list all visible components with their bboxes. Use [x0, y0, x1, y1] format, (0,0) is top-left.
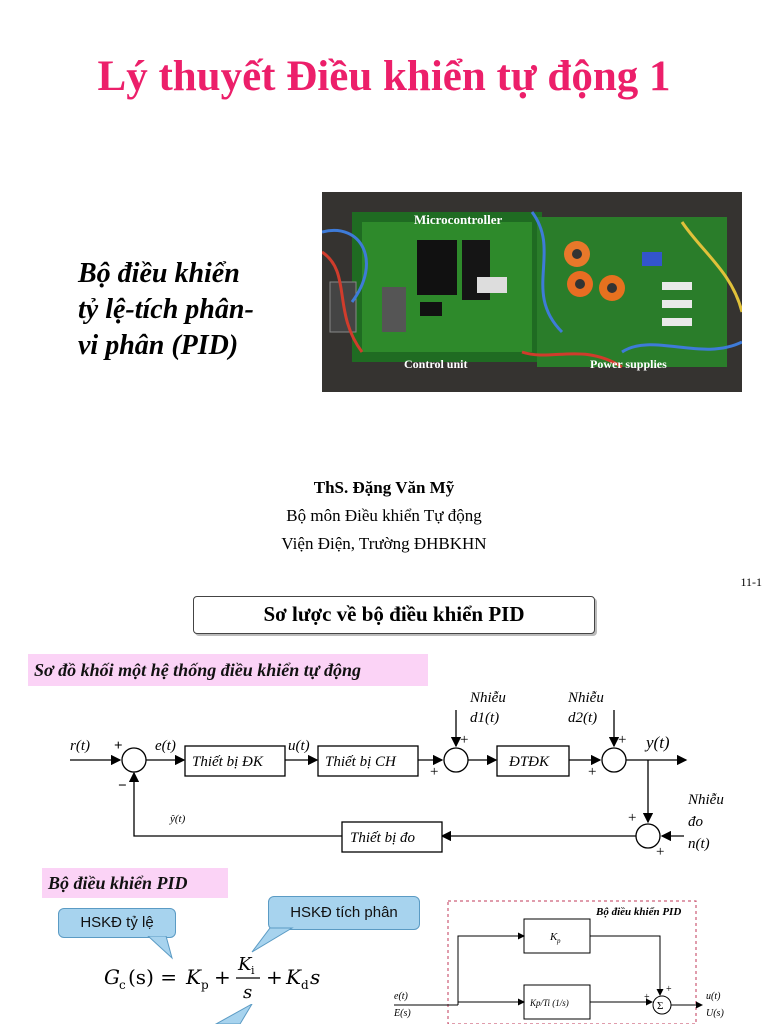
minus-sign: − — [118, 778, 127, 794]
callout-pointer — [214, 1004, 253, 1024]
formula-plus: + — [214, 965, 231, 989]
measurement-noise-label: Nhiễu — [687, 792, 724, 808]
controller-label: Thiết bị ĐK — [192, 754, 264, 770]
control-system-block-diagram: r(t) + − e(t) Thiết bị ĐK u(t) Thiết bị … — [70, 690, 724, 860]
plus-sign: + — [114, 738, 123, 754]
signal-d1: d1(t) — [470, 710, 499, 726]
signal-yhat: ŷ(t) — [169, 813, 186, 825]
signal-d2: d2(t) — [568, 710, 597, 726]
section-title: Sơ lược về bộ điều khiển PID — [193, 596, 595, 634]
ki-label: Kp/Ti (1/s) — [529, 998, 569, 1008]
formula-kd-s: s — [310, 965, 320, 989]
formula-kd: K — [285, 965, 302, 989]
signal-u: u(t) — [288, 738, 310, 754]
photo-label-control-unit: Control unit — [404, 357, 467, 371]
controller-block — [184, 745, 286, 777]
subtitle-line: Bộ điều khiển — [78, 258, 240, 289]
plus-sign: + — [430, 764, 438, 780]
signal-r: r(t) — [70, 738, 90, 754]
formula-ki: K — [237, 954, 253, 975]
callout-pointer — [147, 936, 173, 960]
measurement-noise-label: đo — [688, 814, 704, 830]
pid-controller-diagram: Bộ điều khiển PID K p Kp/Ti (1/s) Σ + + … — [393, 900, 724, 1024]
formula-plus: + — [266, 965, 283, 989]
title-slide: Lý thuyết Điều khiển tự động 1 Bộ điều k… — [0, 53, 768, 558]
plus-sign: + — [588, 764, 596, 780]
pid-diagram-title: Bộ điều khiển PID — [595, 906, 681, 918]
callout-integral-gain: HSKĐ tích phân — [268, 896, 420, 930]
block-diagram-label: Sơ đồ khối một hệ thống điều khiển tự độ… — [28, 654, 428, 686]
callout-proportional-gain: HSKĐ tỷ lệ — [58, 908, 176, 938]
plus-sign: + — [656, 844, 664, 860]
plant-block — [496, 745, 570, 777]
actuator-block — [317, 745, 419, 777]
sensor-block — [341, 821, 443, 853]
formula-kp: K — [185, 965, 202, 989]
formula-ki-sub: i — [251, 964, 255, 977]
slide-subtitle: Bộ điều khiển tỷ lệ-tích phân- vi phân (… — [78, 256, 318, 364]
formula-arg: (s) = — [128, 965, 177, 989]
pid-input-et: e(t) — [394, 991, 409, 1002]
signal-y: y(t) — [644, 733, 670, 752]
plant-label: ĐTĐK — [508, 754, 550, 770]
pid-output-ut: u(t) — [706, 991, 721, 1002]
slide-title: Lý thuyết Điều khiển tự động 1 — [97, 53, 671, 100]
signal-e: e(t) — [155, 738, 176, 754]
formula-g-sub: c — [119, 978, 126, 992]
summing-junction — [121, 747, 147, 773]
pid-output-Us: U(s) — [706, 1008, 724, 1019]
callout-pointer — [251, 927, 294, 953]
photo-label-microcontroller: Microcontroller — [414, 212, 503, 227]
pid-transfer-function: G c (s) = K p + K i s + K d s — [104, 954, 320, 1003]
kp-sub: p — [556, 937, 561, 945]
subtitle-line: tỷ lệ-tích phân- — [78, 294, 254, 325]
formula-g: G — [104, 965, 120, 989]
author-block: ThS. Đặng Văn Mỹ Bộ môn Điều khiển Tự độ… — [0, 474, 768, 558]
circuit-board-photo: Microcontroller Control unit Power suppl… — [322, 192, 742, 392]
plus-sign: + — [628, 810, 636, 826]
plus-sign: + — [618, 732, 626, 748]
disturbance-label: Nhiễu — [469, 690, 506, 706]
kp-block — [523, 918, 591, 954]
author-name: ThS. Đặng Văn Mỹ — [313, 478, 455, 497]
actuator-label: Thiết bị CH — [325, 754, 397, 770]
pid-boundary — [447, 900, 697, 1024]
author-department: Bộ môn Điều khiển Tự động — [286, 506, 482, 525]
summing-junction — [601, 747, 627, 773]
sensor-label: Thiết bị đo — [350, 830, 416, 846]
summing-junction — [443, 747, 469, 773]
pid-input-Es: E(s) — [393, 1008, 411, 1019]
disturbance-label: Nhiễu — [567, 690, 604, 706]
plus-sign: + — [460, 732, 468, 748]
pid-sigma: Σ — [657, 1000, 663, 1012]
pid-label: Bộ điều khiển PID — [42, 868, 228, 898]
kp-label: K — [549, 931, 558, 943]
formula-s: s — [243, 982, 252, 1003]
page-number: 11-1 — [740, 575, 762, 589]
pid-plus: + — [644, 992, 650, 1003]
subtitle-line: vi phân (PID) — [78, 330, 239, 361]
pid-plus: + — [666, 984, 672, 995]
formula-kd-sub: d — [301, 978, 309, 992]
photo-label-power-supplies: Power supplies — [590, 357, 667, 371]
signal-n: n(t) — [688, 836, 710, 852]
author-school: Viện Điện, Trường ĐHBKHN — [281, 534, 487, 553]
formula-kp-sub: p — [201, 978, 209, 992]
